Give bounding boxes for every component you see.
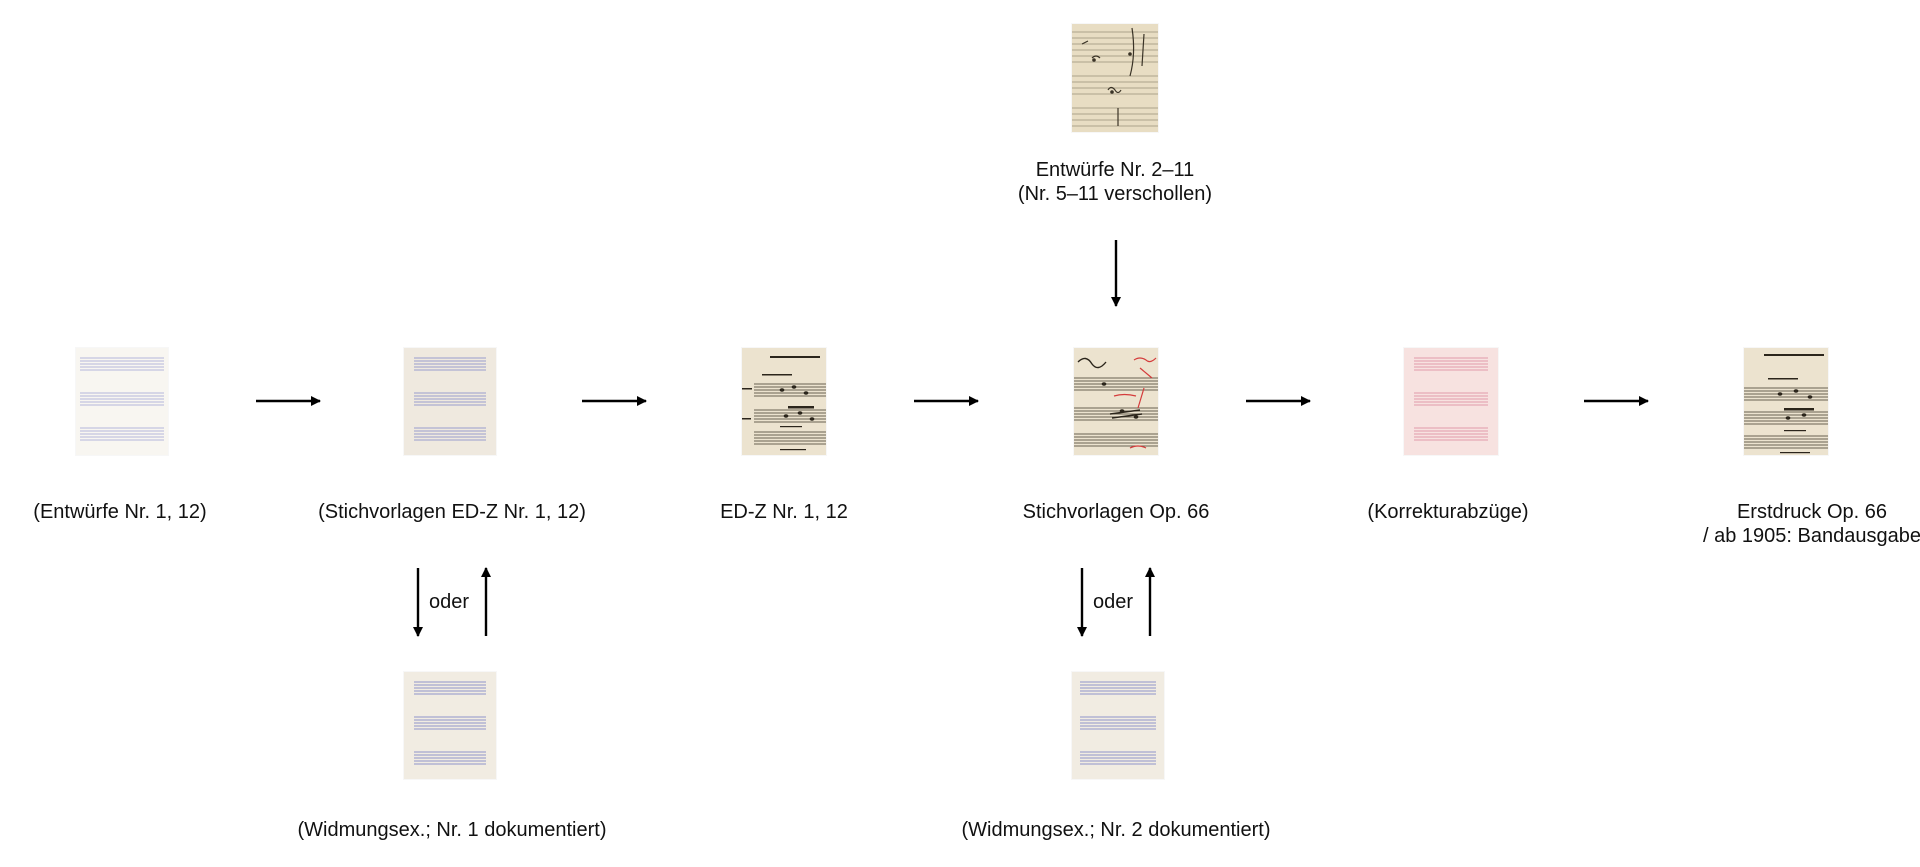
node-label: (Entwürfe Nr. 1, 12) [33, 501, 207, 523]
node-label: (Stichvorlagen ED-Z Nr. 1, 12) [318, 501, 586, 523]
printed-score-thumbnail [742, 348, 826, 455]
blank-staff-paper-thumbnail [1072, 672, 1164, 779]
node-label: ED-Z Nr. 1, 12 [720, 501, 848, 523]
node-label: (Widmungsex.; Nr. 1 dokumentiert) [297, 819, 607, 841]
node-label: (Korrekturabzüge) [1367, 501, 1529, 523]
manuscript-sketch-thumbnail [1072, 24, 1158, 132]
node-label: Stichvorlagen Op. 66 [1022, 501, 1210, 523]
node-label-line: Erstdruck Op. 66 [1736, 501, 1888, 523]
blank-staff-paper-thumbnail [404, 672, 496, 779]
node-label: Erstdruck Op. 66 / ab 1905: Bandausgabe [1703, 500, 1920, 548]
edge-label-oder: oder [429, 591, 470, 613]
node-label-line: (Nr. 5–11 verschollen) [1017, 183, 1213, 205]
node-label: Entwürfe Nr. 2–11 (Nr. 5–11 verschollen) [1018, 158, 1212, 206]
blank-staff-paper-thumbnail [1404, 348, 1498, 455]
blank-staff-paper-thumbnail [76, 348, 168, 455]
blank-staff-paper-thumbnail [404, 348, 496, 455]
edge-label-oder: oder [1093, 591, 1134, 613]
manuscript-score-thumbnail [1074, 348, 1158, 455]
node-label-line: Entwürfe Nr. 2–11 [1035, 159, 1195, 181]
printed-score-thumbnail [1744, 348, 1828, 455]
node-label-line: / ab 1905: Bandausgabe [1703, 525, 1920, 547]
node-label: (Widmungsex.; Nr. 2 dokumentiert) [961, 819, 1271, 841]
